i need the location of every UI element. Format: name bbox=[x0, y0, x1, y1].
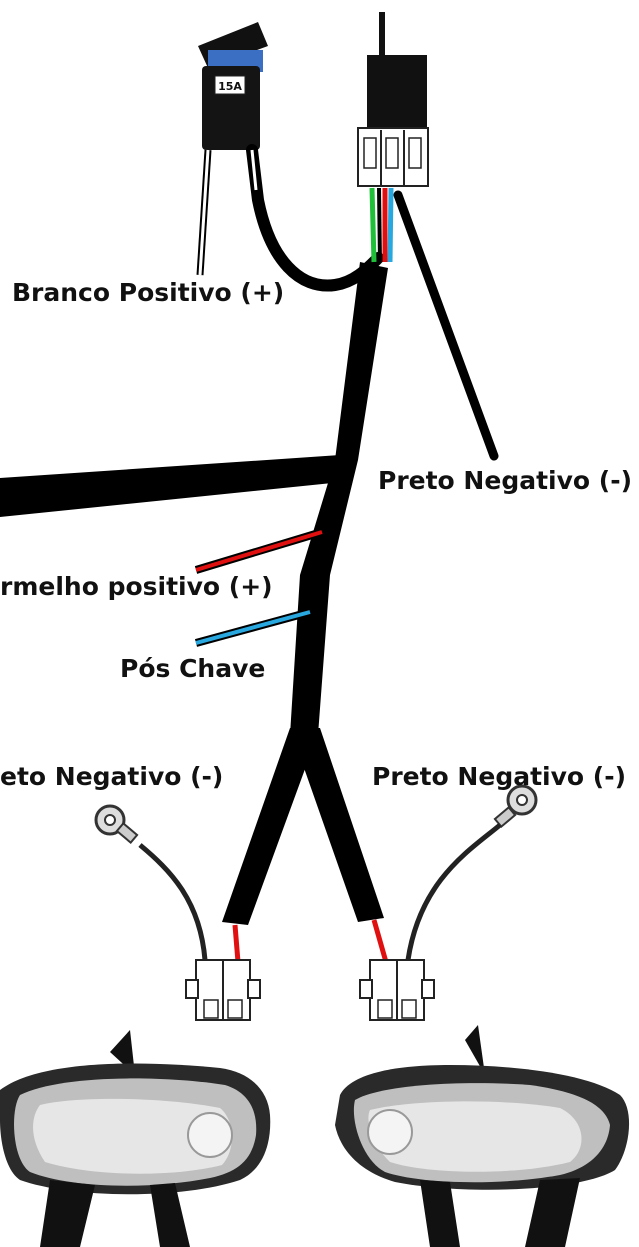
right-fog-lamp bbox=[335, 1025, 630, 1247]
right-red-lead bbox=[371, 919, 389, 963]
label-white-positive: Branco Positivo (+) bbox=[12, 278, 285, 307]
left-connector bbox=[185, 959, 261, 1021]
label-black-negative-left: eto Negativo (-) bbox=[0, 762, 224, 791]
label-ignition: Pós Chave bbox=[120, 654, 266, 683]
right-connector bbox=[359, 959, 435, 1021]
left-fog-lamp bbox=[0, 1030, 271, 1247]
left-ground-wire bbox=[138, 843, 208, 961]
right-ring-terminal bbox=[493, 784, 538, 829]
left-red-lead bbox=[232, 924, 241, 963]
white-wire bbox=[196, 149, 212, 276]
relay-wires bbox=[369, 187, 394, 263]
red-branch-wire bbox=[194, 528, 324, 574]
relay bbox=[357, 12, 429, 187]
left-ring-terminal bbox=[94, 804, 139, 845]
label-black-negative-relay: Preto Negativo (-) bbox=[378, 466, 633, 495]
right-ground-wire bbox=[405, 823, 502, 961]
label-red-positive: rmelho positivo (+) bbox=[0, 572, 273, 601]
fuse-holder: 15A bbox=[198, 22, 268, 150]
main-harness bbox=[0, 262, 388, 925]
label-black-negative-right: Preto Negativo (-) bbox=[372, 762, 627, 791]
blue-branch-wire bbox=[194, 608, 312, 647]
fuse-rating: 15A bbox=[218, 80, 242, 93]
relay-negative-wire bbox=[393, 190, 499, 461]
